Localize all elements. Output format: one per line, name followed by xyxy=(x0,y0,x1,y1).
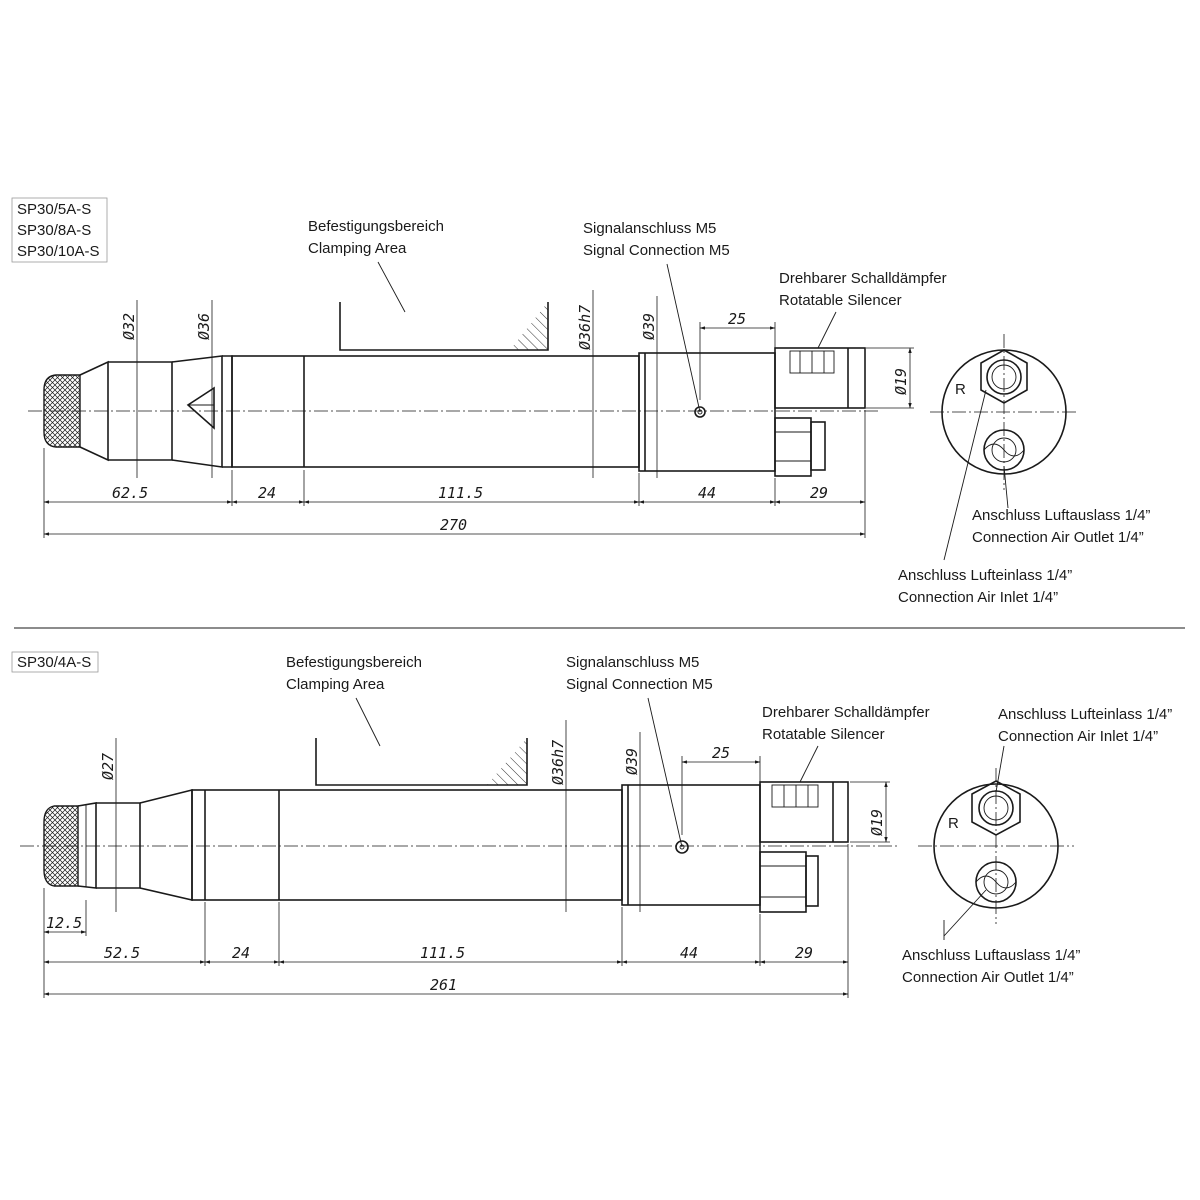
bottom-d19: Ø19 xyxy=(868,809,886,836)
top-clamping-label-en: Clamping Area xyxy=(308,240,407,257)
top-model-box: SP30/5A-S SP30/8A-S SP30/10A-S xyxy=(11,197,108,263)
top-dim-270: 270 xyxy=(440,516,467,534)
top-silencer xyxy=(774,347,866,409)
bottom-end-view: R xyxy=(918,745,1074,940)
bottom-inlet-label-en: Connection Air Inlet 1/4” xyxy=(998,728,1158,745)
bottom-dim-24: 24 xyxy=(232,944,250,962)
bottom-inlet-label-de: Anschluss Lufteinlass 1/4” xyxy=(998,706,1172,723)
top-silencer-label-en: Rotatable Silencer xyxy=(779,292,902,309)
bottom-d27: Ø27 xyxy=(99,753,117,780)
top-dimensions: 62.5 24 111.5 44 29 270 xyxy=(43,410,866,538)
bottom-dim-12-5: 12.5 xyxy=(46,914,82,932)
top-inlet-label-en: Connection Air Inlet 1/4” xyxy=(898,589,1058,606)
bottom-main-body xyxy=(191,789,623,901)
top-silencer-label-de: Drehbarer Schalldämpfer xyxy=(779,270,947,287)
top-signal-port xyxy=(694,406,706,418)
bottom-silencer-label-en: Rotatable Silencer xyxy=(762,726,885,743)
top-d19: Ø19 xyxy=(892,368,910,395)
bottom-knurled-nose xyxy=(43,805,79,887)
bottom-dimensions: 12.5 52.5 24 111.5 44 29 261 xyxy=(43,844,849,998)
bottom-model-1: SP30/4A-S xyxy=(17,654,91,671)
top-inlet-label-de: Anschluss Lufteinlass 1/4” xyxy=(898,567,1072,584)
top-model-1: SP30/5A-S xyxy=(17,201,91,218)
bottom-signal-label-de: Signalanschluss M5 xyxy=(566,654,699,671)
top-d39: Ø39 xyxy=(640,313,658,340)
top-end-view: R xyxy=(930,334,1078,561)
bottom-silencer xyxy=(759,781,849,843)
top-dim-24: 24 xyxy=(258,484,276,502)
top-d32: Ø32 xyxy=(120,313,138,340)
top-signal-label-en: Signal Connection M5 xyxy=(583,242,730,259)
bottom-dim-25-text: 25 xyxy=(712,744,730,762)
top-hex-fitting xyxy=(774,417,826,477)
bottom-signal-label-en: Signal Connection M5 xyxy=(566,676,713,693)
bottom-hex-fitting xyxy=(759,851,819,913)
top-dim-29: 29 xyxy=(810,484,828,502)
top-triangle-mark xyxy=(186,386,215,430)
top-d36h7: Ø36h7 xyxy=(576,305,594,350)
top-d36: Ø36 xyxy=(195,313,213,340)
top-head-body xyxy=(638,352,776,472)
top-outlet-label-de: Anschluss Luftauslass 1/4” xyxy=(972,507,1150,524)
top-port-r: R xyxy=(955,381,966,398)
bottom-port-r: R xyxy=(948,815,959,832)
bottom-head-body xyxy=(621,784,761,906)
bottom-d39: Ø39 xyxy=(623,748,641,775)
bottom-dim-44: 44 xyxy=(680,944,698,962)
bottom-diameter-marks: Ø27 Ø36h7 Ø39 Ø19 xyxy=(99,720,890,912)
bottom-d36h7: Ø36h7 xyxy=(549,740,567,785)
top-outlet-label-en: Connection Air Outlet 1/4” xyxy=(972,529,1144,546)
top-dim-44: 44 xyxy=(698,484,716,502)
top-dim-62-5: 62.5 xyxy=(112,484,148,502)
bottom-silencer-label-de: Drehbarer Schalldämpfer xyxy=(762,704,930,721)
bottom-clamping-label-de: Befestigungsbereich xyxy=(286,654,422,671)
bottom-dim-111-5: 111.5 xyxy=(420,944,465,962)
top-dim-25-text: 25 xyxy=(728,310,746,328)
top-knurled-nose xyxy=(43,374,81,448)
top-dim-25: 25 xyxy=(699,310,776,400)
top-clamping-label-de: Befestigungsbereich xyxy=(308,218,444,235)
bottom-clamping-label-en: Clamping Area xyxy=(286,676,385,693)
top-model-2: SP30/8A-S xyxy=(17,222,91,239)
top-dim-111-5: 111.5 xyxy=(438,484,483,502)
bottom-drawing: SP30/4A-S xyxy=(11,651,1172,998)
top-main-body xyxy=(231,355,640,468)
top-drawing: SP30/5A-S SP30/8A-S SP30/10A-S xyxy=(11,197,1150,606)
bottom-dim-261: 261 xyxy=(430,976,457,994)
bottom-dim-29: 29 xyxy=(795,944,813,962)
bottom-dim-52-5: 52.5 xyxy=(104,944,140,962)
bottom-signal-port xyxy=(675,840,689,854)
bottom-outlet-label-de: Anschluss Luftauslass 1/4” xyxy=(902,947,1080,964)
top-signal-label-de: Signalanschluss M5 xyxy=(583,220,716,237)
bottom-dim-25: 25 xyxy=(681,744,761,835)
top-diameter-marks: Ø32 Ø36 Ø36h7 Ø39 Ø19 xyxy=(120,290,914,478)
bottom-outlet-label-en: Connection Air Outlet 1/4” xyxy=(902,969,1074,986)
top-model-3: SP30/10A-S xyxy=(17,243,100,260)
